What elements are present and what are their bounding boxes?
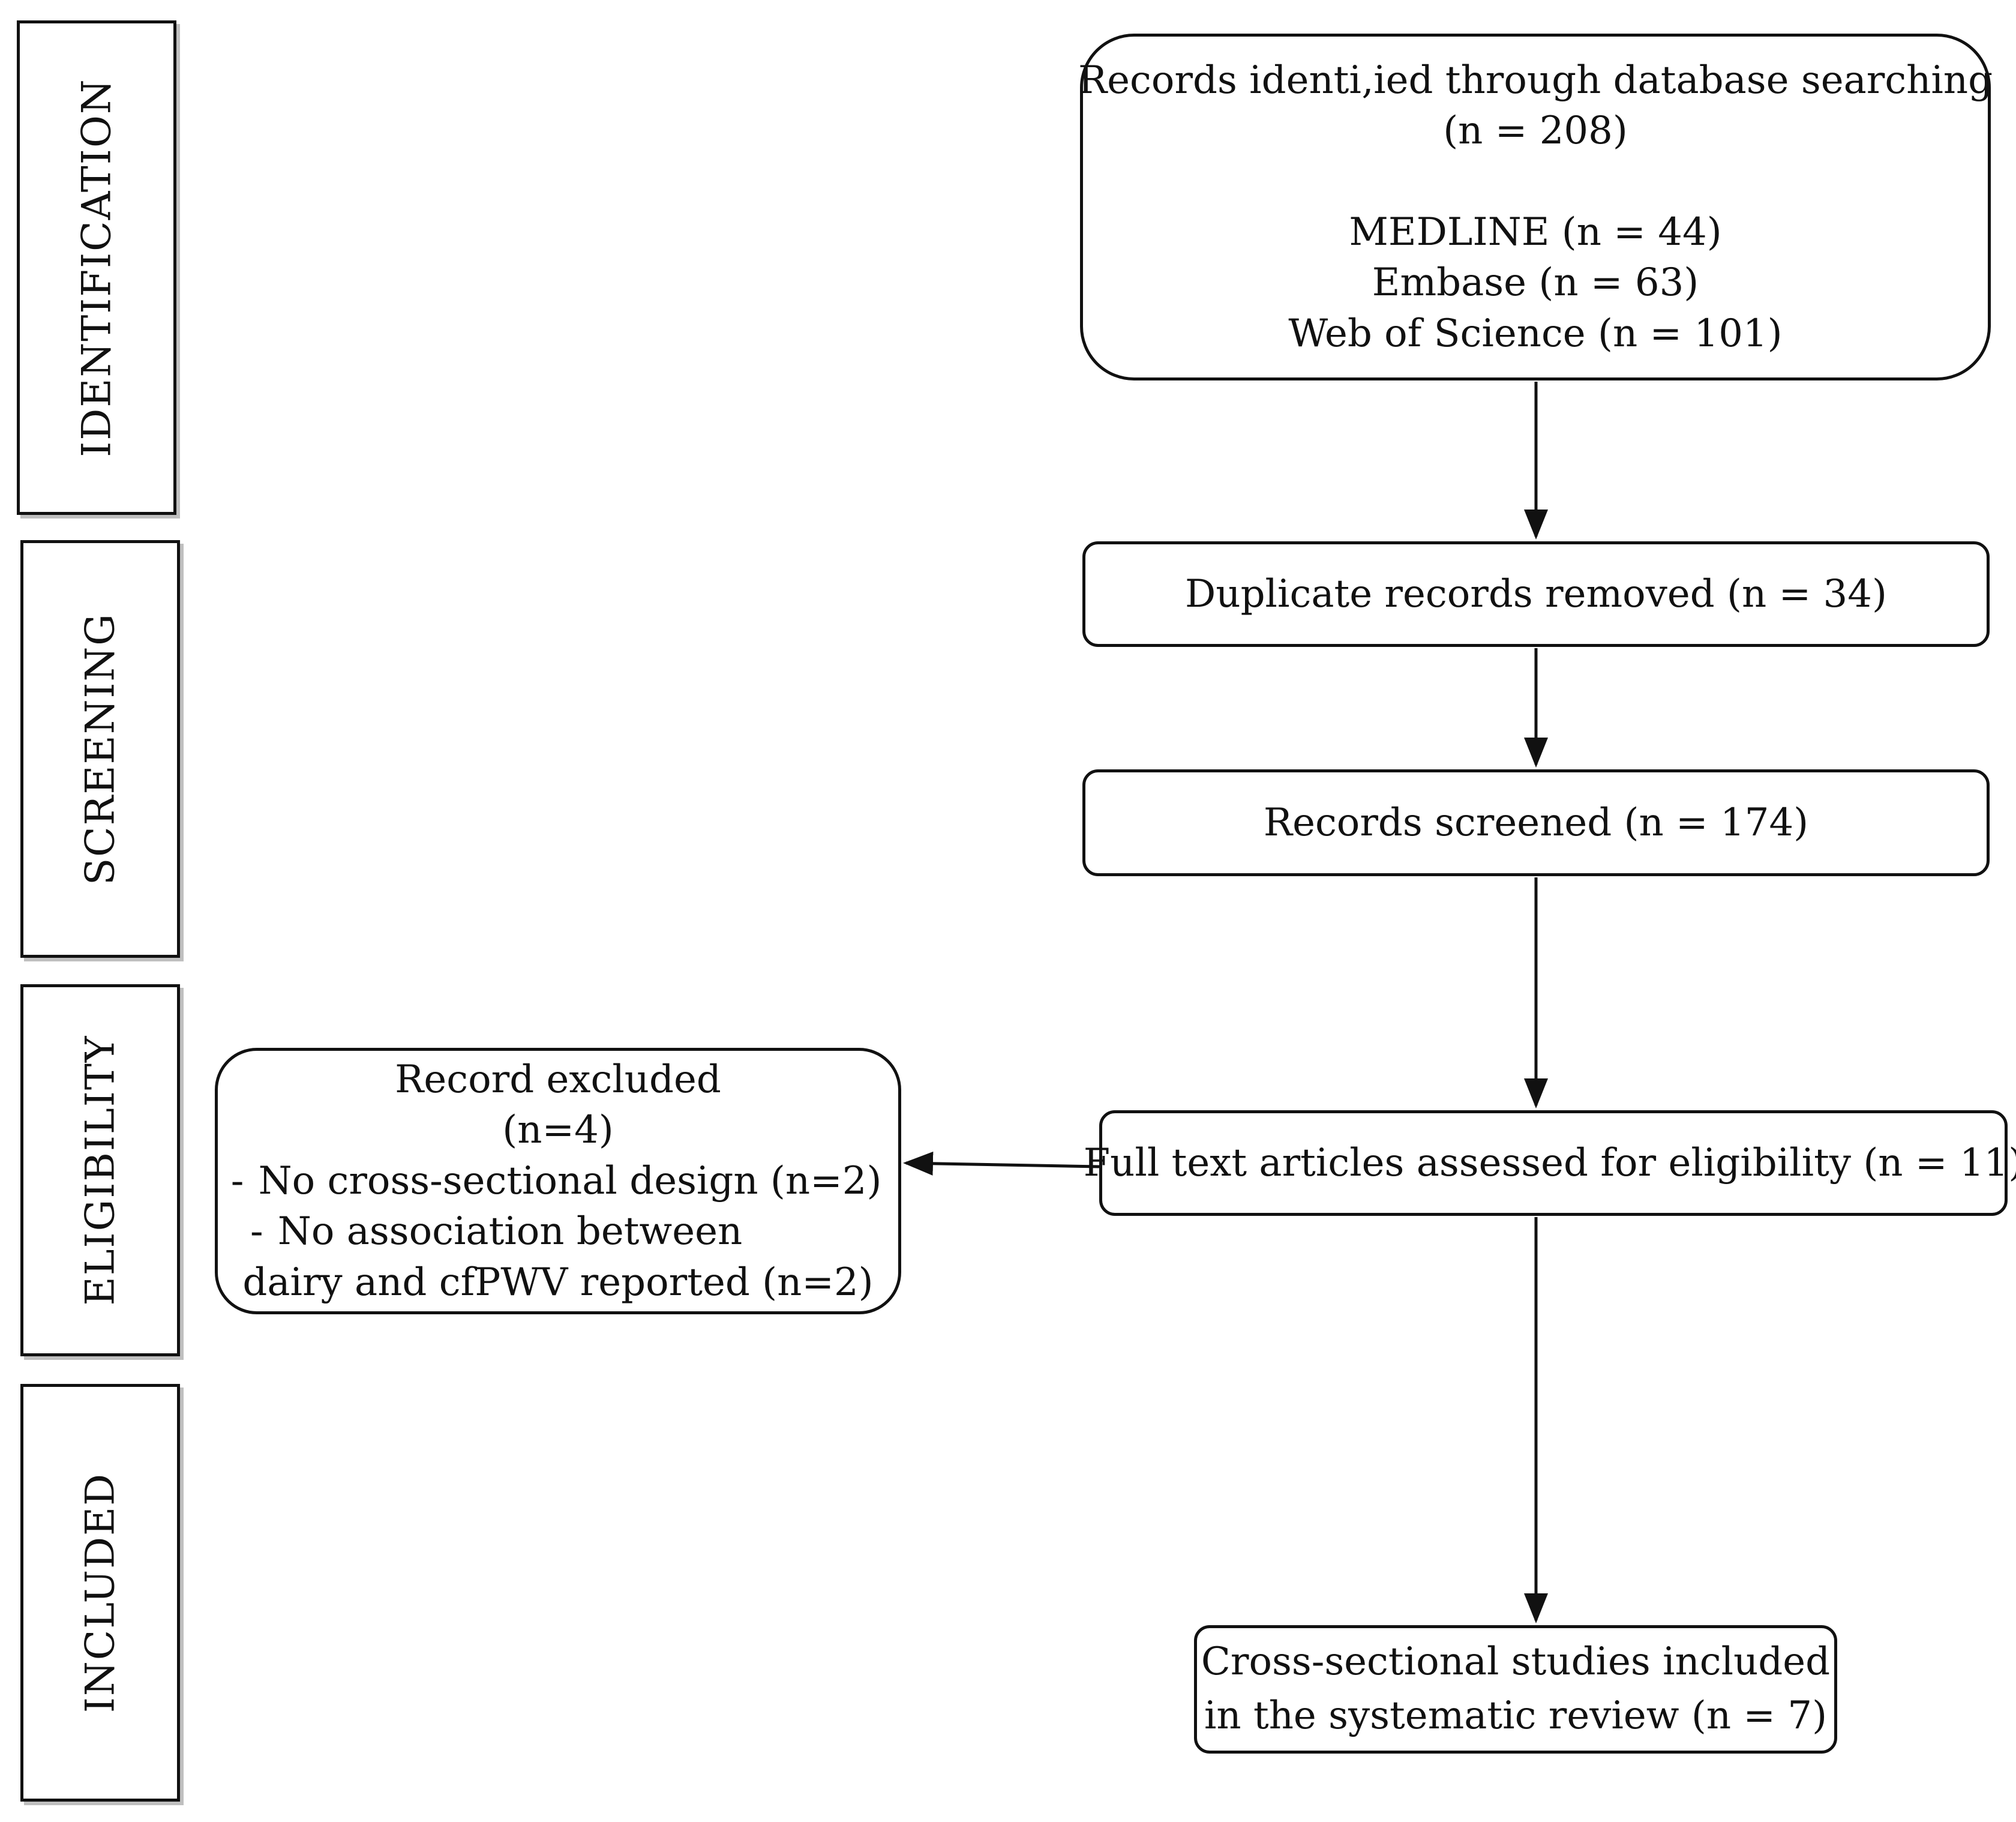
excluded-reason-1: - No cross-sectional design (n=2) [217, 1156, 882, 1206]
records-identified-title: Records identi‚ied through database sear… [1078, 58, 1993, 103]
excluded-box: Record excluded (n=4) - No cross-section… [215, 1048, 901, 1314]
included-line-2: in the systematic review (n = 7) [1204, 1694, 1828, 1738]
excluded-count: (n=4) [502, 1108, 614, 1153]
records-identified-box: Records identi‚ied through database sear… [1078, 34, 1993, 380]
duplicates-removed-box: Duplicate records removed (n = 34) [1082, 541, 1990, 647]
records-screened-text: Records screened (n = 174) [1263, 800, 1809, 845]
phase-identification: IDENTIFICATION [17, 20, 176, 515]
records-web-of-science: Web of Science (n = 101) [1288, 311, 1783, 356]
duplicates-removed-text: Duplicate records removed (n = 34) [1185, 571, 1887, 616]
bullet-dash: - [250, 1209, 263, 1254]
excluded-reason-2: - No association between [236, 1206, 742, 1257]
included-line-1: Cross-sectional studies included [1201, 1640, 1831, 1685]
phase-eligibility: ELIGIBILITY [20, 984, 180, 1356]
records-medline: MEDLINE (n = 44) [1349, 209, 1722, 254]
full-text-text: Full text articles assessed for eligibil… [1083, 1140, 2016, 1185]
excluded-title: Record excluded [395, 1057, 721, 1102]
excluded-reason-1-text: No cross-sectional design (n=2) [258, 1158, 882, 1203]
full-text-box: Full text articles assessed for eligibil… [1084, 1110, 2016, 1216]
excluded-reason-2-cont: dairy and cfPWV reported (n=2) [242, 1260, 874, 1305]
records-screened-box: Records screened (n = 174) [1082, 769, 1990, 876]
bullet-dash: - [230, 1158, 244, 1203]
records-embase: Embase (n = 63) [1372, 260, 1699, 305]
included-box: Cross-sectional studies included in the … [1194, 1625, 1837, 1754]
phase-included: INCLUDED [20, 1384, 180, 1802]
excluded-reason-2-text: No association between [277, 1209, 743, 1254]
arrow-fulltext-to-excluded [903, 1151, 1100, 1176]
records-identified-total: (n = 208) [1443, 109, 1628, 154]
phase-screening: SCREENING [20, 540, 180, 958]
